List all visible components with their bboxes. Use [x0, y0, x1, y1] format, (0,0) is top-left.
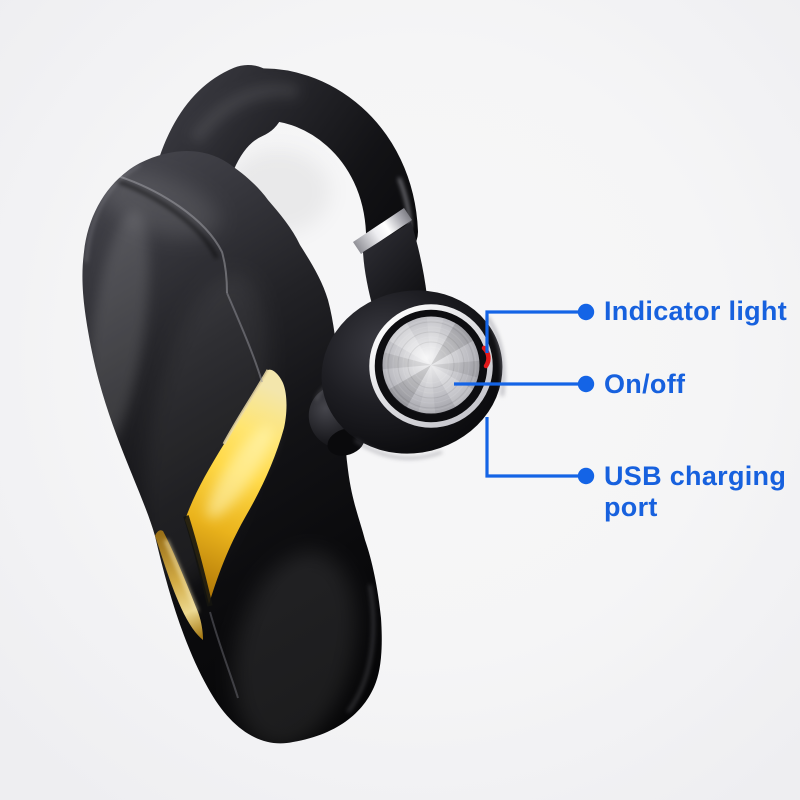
callout-line-indicator-light [485, 310, 578, 353]
label-onoff: On/off [604, 369, 686, 399]
onoff-button [369, 304, 493, 428]
body-left-rim-light [85, 164, 141, 263]
hook-top-sheen [189, 83, 300, 145]
collar-silver-ring [353, 208, 412, 254]
gold-top-trim [222, 369, 270, 445]
callouts [454, 303, 595, 485]
body-edge-line-upper [226, 292, 263, 383]
button-silver-ring [369, 304, 493, 428]
callout-dot-onoff [577, 375, 595, 393]
body-rim-light [346, 584, 375, 713]
body-capsule [82, 151, 382, 744]
body-left-sheen [87, 211, 149, 449]
neck [363, 222, 427, 312]
gold-stripe [155, 369, 287, 640]
label-indicator-light: Indicator light [604, 296, 787, 326]
label-usb-charging-port: USB charging port [604, 461, 787, 522]
button-gap-ring [374, 309, 488, 423]
callout-line-usb-port [485, 417, 578, 478]
body-bottom-sheen [233, 551, 357, 744]
indicator-led [481, 345, 491, 369]
body-seam [116, 175, 228, 294]
gold-fold-seam [183, 515, 213, 607]
body-edge-line-lower [209, 611, 239, 699]
callout-dot-usb-port [577, 467, 595, 485]
gold-stripe-left-arm [155, 530, 203, 640]
button-metal-disc [382, 316, 480, 414]
callout-dot-indicator-light [577, 303, 595, 321]
